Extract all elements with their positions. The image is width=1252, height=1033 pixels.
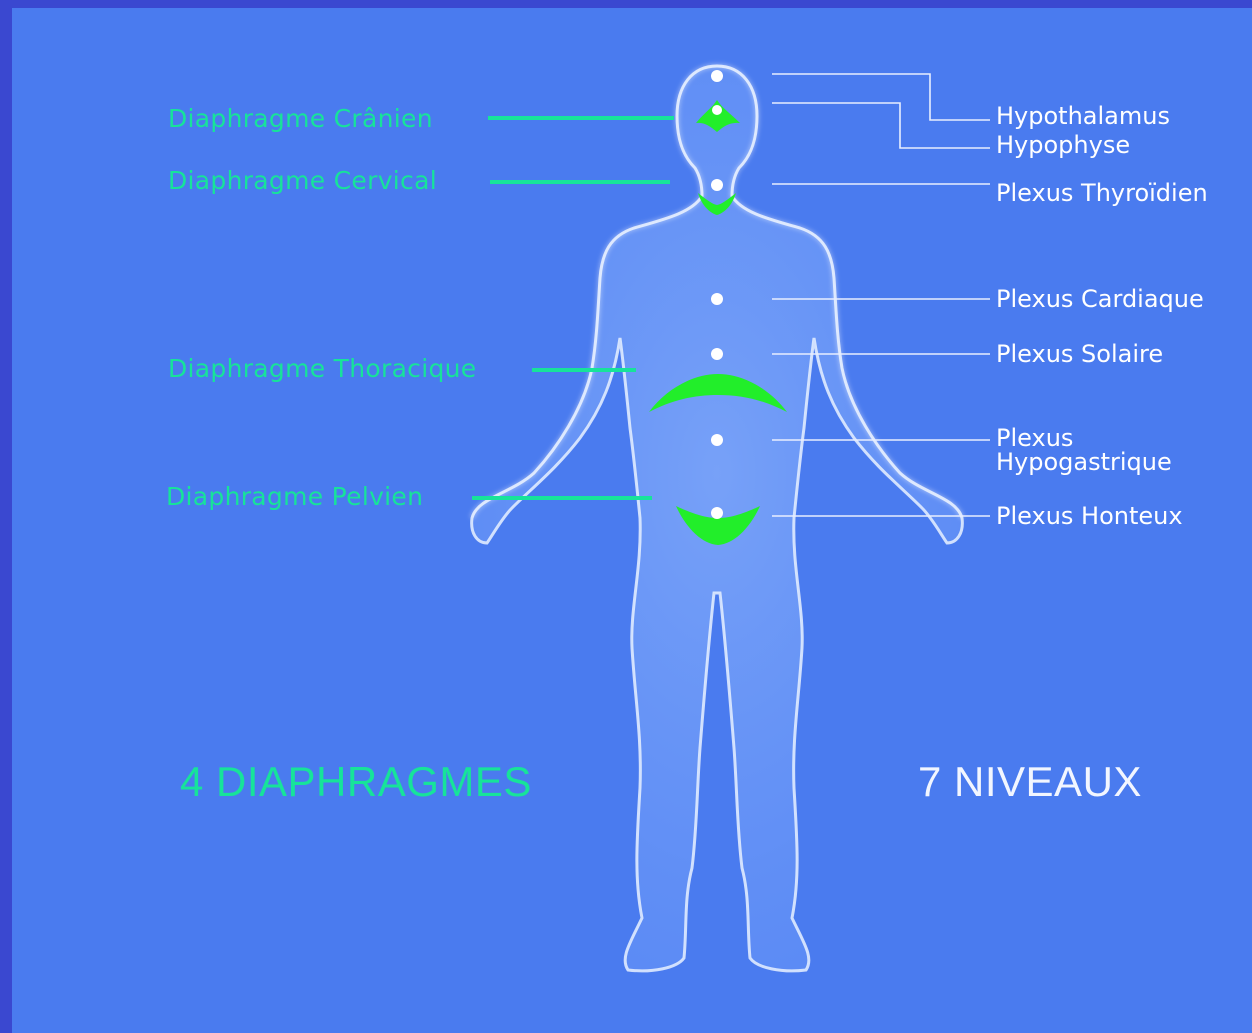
diaphragm-pelvic-label: Diaphragme Pelvien [166, 484, 423, 509]
hypothalamus-leader [772, 74, 990, 120]
hypophyse-dot [712, 105, 722, 115]
solar-dot [711, 348, 723, 360]
diaphragm-thoracic-label: Diaphragme Thoracique [168, 356, 476, 381]
diaphragms-count-caption: 4 DIAPHRAGMES [180, 761, 532, 803]
levels-count-caption: 7 NIVEAUX [918, 761, 1142, 803]
hypothalamus-dot [711, 70, 723, 82]
hypophyse-leader [772, 103, 990, 148]
level-hypogastric-label-2: Hypogastrique [996, 450, 1172, 474]
level-hypophyse-label: Hypophyse [996, 133, 1130, 157]
level-hypogastric-label-1: Plexus [996, 426, 1073, 450]
diaphragm-cervical-label: Diaphragme Cervical [168, 168, 437, 193]
pudendal-dot [711, 507, 723, 519]
diaphragm-cranial-label: Diaphragme Crânien [168, 106, 433, 131]
cardiac-dot [711, 293, 723, 305]
level-pudendal-label: Plexus Honteux [996, 504, 1183, 528]
thyroid-dot [711, 179, 723, 191]
hypogastric-dot [711, 434, 723, 446]
level-cardiac-label: Plexus Cardiaque [996, 287, 1204, 311]
level-thyroid-label: Plexus Thyroïdien [996, 181, 1208, 205]
level-solar-label: Plexus Solaire [996, 342, 1163, 366]
level-hypothalamus-label: Hypothalamus [996, 104, 1170, 128]
diagram-stage: Diaphragme Crânien Diaphragme Cervical D… [12, 8, 1252, 1033]
